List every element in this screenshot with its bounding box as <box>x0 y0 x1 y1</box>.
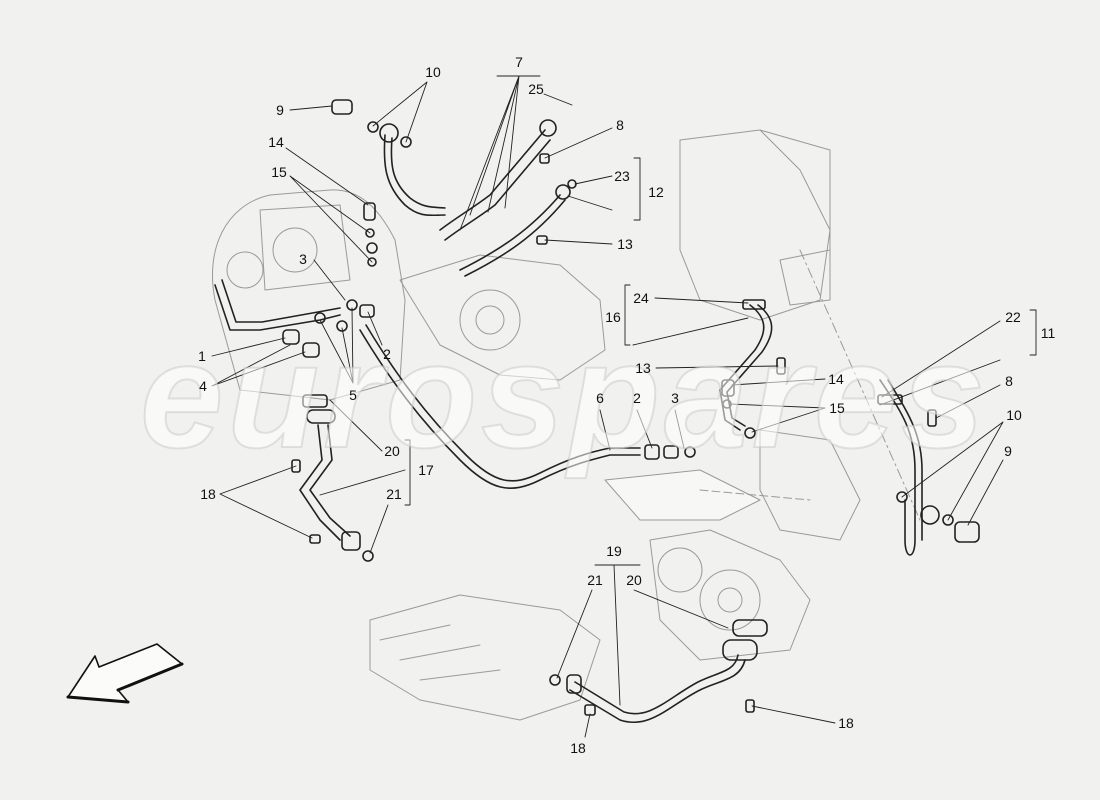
callout-part-24[interactable]: 24 <box>633 290 649 306</box>
callout-part-25[interactable]: 25 <box>528 81 544 97</box>
callout-part-9[interactable]: 9 <box>276 102 284 118</box>
callout-part-15[interactable]: 15 <box>829 400 845 416</box>
callout-part-6[interactable]: 6 <box>596 390 604 406</box>
callout-part-4[interactable]: 4 <box>199 378 207 394</box>
callout-part-14[interactable]: 14 <box>828 371 844 387</box>
callout-part-14[interactable]: 14 <box>268 134 284 150</box>
oil-pipes <box>214 99 980 723</box>
callout-part-8[interactable]: 8 <box>1005 373 1013 389</box>
callout-part-23[interactable]: 23 <box>614 168 630 184</box>
callout-part-2[interactable]: 2 <box>633 390 641 406</box>
callout-part-1[interactable]: 1 <box>198 348 206 364</box>
callout-part-21[interactable]: 21 <box>587 572 603 588</box>
callout-part-18[interactable]: 18 <box>200 486 216 502</box>
callout-part-13[interactable]: 13 <box>635 360 651 376</box>
leader-lines <box>211 75 1037 738</box>
engine-block-outline <box>211 129 921 721</box>
callout-part-10[interactable]: 10 <box>1006 407 1022 423</box>
callout-part-18[interactable]: 18 <box>838 715 854 731</box>
callout-part-11[interactable]: 11 <box>1040 325 1056 341</box>
callout-part-20[interactable]: 20 <box>384 443 400 459</box>
callout-part-17[interactable]: 17 <box>418 462 434 478</box>
callout-part-22[interactable]: 22 <box>1005 309 1021 325</box>
callout-part-3[interactable]: 3 <box>671 390 679 406</box>
callout-part-12[interactable]: 12 <box>648 184 664 200</box>
callout-part-10[interactable]: 10 <box>425 64 441 80</box>
callout-part-8[interactable]: 8 <box>616 117 624 133</box>
callout-part-21[interactable]: 21 <box>386 486 402 502</box>
callout-part-18[interactable]: 18 <box>570 740 586 756</box>
callout-part-7[interactable]: 7 <box>515 54 523 70</box>
callout-part-16[interactable]: 16 <box>605 309 621 325</box>
callout-part-20[interactable]: 20 <box>626 572 642 588</box>
callout-part-9[interactable]: 9 <box>1004 443 1012 459</box>
callout-part-5[interactable]: 5 <box>349 387 357 403</box>
callout-part-15[interactable]: 15 <box>271 164 287 180</box>
callout-part-3[interactable]: 3 <box>299 251 307 267</box>
callout-part-19[interactable]: 19 <box>606 543 622 559</box>
front-direction-arrow <box>66 643 184 704</box>
callout-part-13[interactable]: 13 <box>617 236 633 252</box>
callout-part-2[interactable]: 2 <box>383 346 391 362</box>
